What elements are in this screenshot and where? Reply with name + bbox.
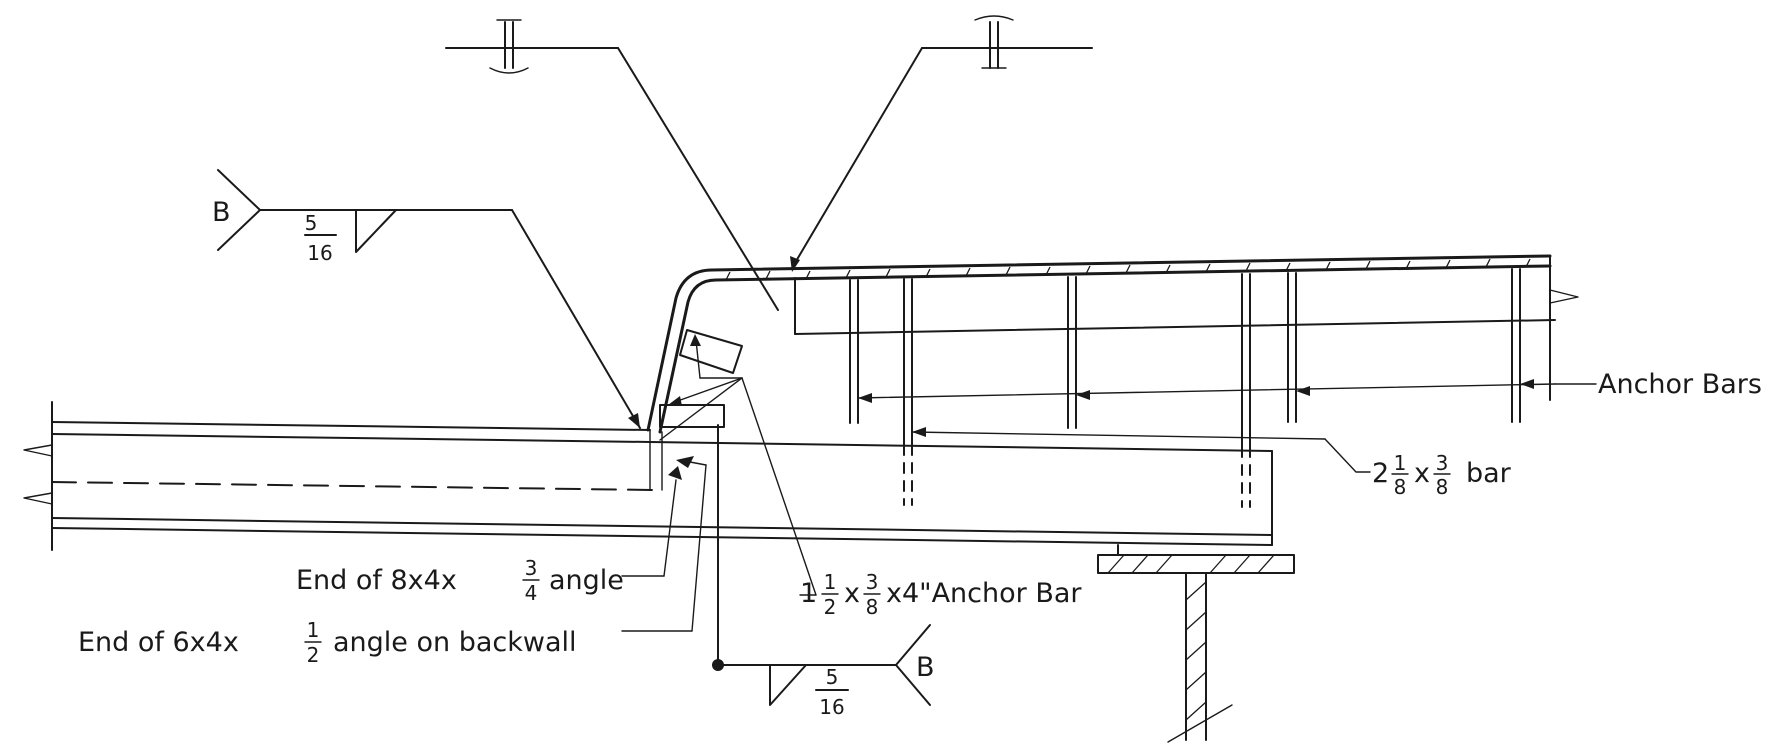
- field-weld-symbol-left: [445, 19, 779, 311]
- svg-text:8: 8: [1394, 475, 1407, 499]
- svg-text:1: 1: [1394, 451, 1407, 475]
- weld-size-right-den: 16: [819, 695, 844, 719]
- svg-text:x: x: [844, 578, 860, 609]
- steel-beam: [1097, 544, 1295, 743]
- leader-bar: [911, 427, 1371, 473]
- leader-end-8x4: [621, 466, 682, 577]
- weld-size-left-num: 5: [305, 211, 318, 235]
- svg-text:1: 1: [800, 578, 817, 609]
- end-angle-8x4-label: End of 8x4x 3 4 angle: [296, 556, 624, 605]
- leader-end-6x4: [621, 456, 707, 632]
- svg-text:8: 8: [1436, 475, 1449, 499]
- small-anchor-bar-label: 1 1 2 x 3 8 x4"Anchor Bar: [800, 570, 1082, 619]
- weld-ref-left: B: [212, 197, 231, 228]
- svg-text:1: 1: [824, 570, 837, 594]
- svg-text:2: 2: [307, 643, 320, 667]
- field-weld-symbol-right: [790, 15, 1093, 272]
- svg-text:1: 1: [307, 618, 320, 642]
- svg-text:angle on backwall: angle on backwall: [333, 627, 577, 658]
- weld-size-right-num: 5: [826, 665, 839, 689]
- leader-small-anchor-bar: [659, 334, 817, 596]
- svg-text:x: x: [1414, 458, 1430, 489]
- svg-text:4: 4: [525, 581, 538, 605]
- svg-text:End of 8x4x: End of 8x4x: [296, 565, 457, 596]
- weld-size-left-den: 16: [307, 241, 332, 265]
- weld-ref-right: B: [916, 652, 935, 683]
- leader-anchor-bars: [857, 379, 1597, 403]
- weld-symbol-right: [712, 424, 931, 706]
- svg-text:x4"Anchor Bar: x4"Anchor Bar: [886, 578, 1082, 609]
- svg-text:3: 3: [525, 556, 538, 580]
- weld-symbol-left: [217, 169, 641, 429]
- svg-text:End of 6x4x: End of 6x4x: [78, 627, 239, 658]
- svg-text:bar: bar: [1466, 458, 1512, 489]
- bent-plate: [646, 254, 1579, 491]
- anchor-bars: [849, 268, 1521, 508]
- svg-text:8: 8: [866, 595, 879, 619]
- bar-size-label: 2 1 8 x 3 8 bar: [1372, 451, 1512, 499]
- svg-text:2: 2: [824, 595, 837, 619]
- svg-text:angle: angle: [549, 565, 624, 596]
- end-angle-6x4-label: End of 6x4x 1 2 angle on backwall: [78, 618, 577, 667]
- slab-lines: [23, 401, 1273, 551]
- svg-text:3: 3: [866, 570, 879, 594]
- svg-text:2: 2: [1372, 458, 1389, 489]
- svg-text:3: 3: [1436, 451, 1449, 475]
- anchor-bars-label: Anchor Bars: [1598, 369, 1762, 400]
